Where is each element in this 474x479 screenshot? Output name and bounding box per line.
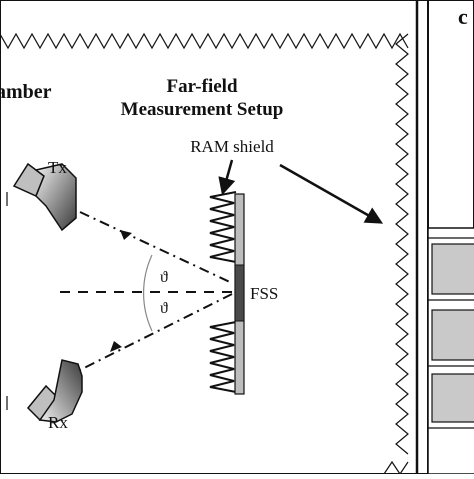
tx-horn-antenna [6, 162, 77, 232]
chamber-pointer-arrow [279, 163, 384, 224]
side-panel-block-1 [431, 243, 474, 295]
tx-label: Tx [48, 158, 67, 177]
ram-shield-arrow [218, 159, 236, 196]
bottom-absorber-zigzag [383, 460, 409, 476]
reflected-ray-arrowhead [110, 341, 122, 352]
corner-fragment-label: c [458, 4, 468, 29]
setup-title-line2: Measurement Setup [121, 99, 284, 120]
ram-shield-label: RAM shield [190, 137, 274, 156]
incident-ray-arrowhead [120, 230, 132, 240]
right-absorber-zigzag [395, 33, 409, 455]
rx-horn-antenna [6, 359, 83, 423]
incident-ray [79, 211, 233, 284]
angle-symbol-upper: ϑ [160, 269, 168, 286]
chamber-label: amber [0, 81, 52, 103]
rx-label: Rx [48, 413, 68, 432]
setup-title-line1: Far-field [166, 76, 237, 97]
angle-symbol-lower: ϑ [160, 300, 168, 317]
ram-lower-zigzag [209, 321, 237, 393]
top-absorber-zigzag [0, 32, 409, 50]
side-panel-block-3 [431, 373, 474, 423]
fss-center [234, 264, 245, 322]
ram-upper-zigzag [209, 191, 237, 263]
side-panel-block-2 [431, 309, 474, 361]
reflected-ray [79, 293, 233, 371]
fss-label: FSS [250, 284, 278, 303]
angle-arc [142, 254, 153, 332]
